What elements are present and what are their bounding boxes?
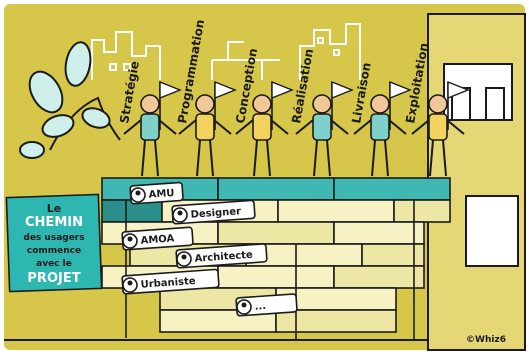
person-body (428, 113, 448, 141)
tag-label: ... (254, 301, 266, 313)
person-head (312, 94, 332, 114)
title-line-5: avec le (36, 259, 72, 269)
flag-icon (159, 80, 182, 100)
person-legs (253, 139, 271, 177)
person-6 (411, 80, 470, 177)
people-group (123, 80, 470, 177)
title-panel: Le CHEMIN des usagers commence avec le P… (5, 193, 103, 293)
role-tag-5: Urbaniste (121, 268, 220, 295)
role-tag-2: Designer (171, 199, 256, 225)
tag-label: Architecte (194, 250, 253, 265)
person-legs (141, 139, 159, 177)
person-1 (123, 80, 182, 177)
person-body (195, 113, 215, 141)
role-tag-4: Architecte (175, 243, 268, 269)
title-line-2: CHEMIN (25, 215, 83, 230)
person-head (252, 94, 272, 114)
person-arms (295, 119, 349, 135)
person-head (428, 94, 448, 114)
person-icon-head (181, 254, 187, 260)
flag-icon (389, 80, 412, 100)
person-head (370, 94, 390, 114)
person-5 (353, 80, 412, 177)
person-body (370, 113, 390, 141)
leaf-branch (19, 41, 121, 159)
tag-label: Urbaniste (140, 276, 196, 291)
person-legs (313, 139, 331, 177)
person-arms (411, 119, 465, 135)
city-skyline (91, 23, 361, 80)
title-line-1: Le (47, 202, 61, 215)
person-legs (429, 139, 447, 177)
person-icon-head (127, 280, 133, 286)
flag-icon (331, 80, 354, 100)
role-tag-3: AMOA (121, 226, 194, 251)
signature: ©Whiz6 (466, 335, 506, 345)
person-icon-head (135, 190, 141, 196)
person-icon-head (241, 302, 247, 308)
person-head (195, 94, 215, 114)
title-line-4: commence (27, 246, 81, 256)
flag-icon (214, 80, 237, 100)
person-2 (178, 80, 237, 177)
tag-label: AMOA (140, 233, 175, 246)
person-3 (235, 80, 294, 177)
person-legs (196, 139, 214, 177)
person-body (252, 113, 272, 141)
person-arms (178, 119, 232, 135)
tag-label: AMU (148, 188, 175, 201)
person-head (140, 94, 160, 114)
role-tag-1: AMU (129, 181, 184, 205)
title-line-6: PROJET (27, 271, 80, 286)
person-arms (123, 119, 177, 135)
role-tag-6: ... (235, 293, 298, 317)
flag-icon (271, 80, 294, 100)
person-icon-head (177, 210, 183, 216)
person-body (312, 113, 332, 141)
title-line-3: des usagers (23, 233, 84, 243)
person-body (140, 113, 160, 141)
person-legs (371, 139, 389, 177)
tag-label: Designer (190, 206, 241, 220)
person-arms (353, 119, 407, 135)
flag-icon (447, 80, 470, 100)
person-4 (295, 80, 354, 177)
person-arms (235, 119, 289, 135)
person-icon-head (127, 236, 133, 242)
